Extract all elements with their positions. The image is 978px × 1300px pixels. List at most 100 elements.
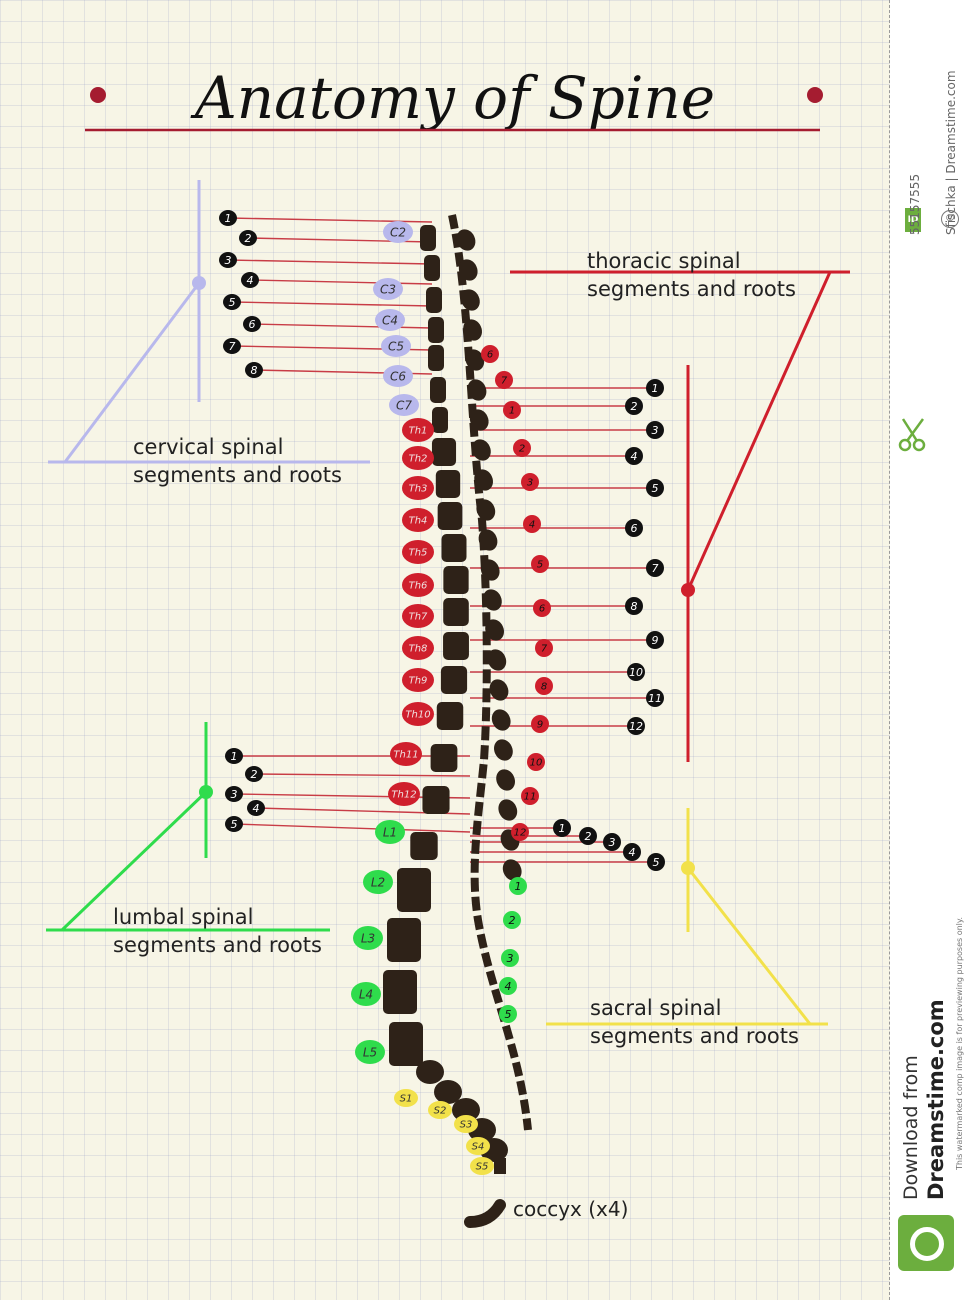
lumbal-segment-3: 3 [507, 952, 514, 965]
cervical-root-5: 5 [229, 296, 236, 309]
thoracic-vertebra-Th9: Th9 [409, 676, 428, 687]
lumbal-root-2-badge [245, 766, 263, 782]
sacral-caption-line2: segments and roots [590, 1024, 799, 1048]
vertebral-body [424, 255, 440, 281]
vertebral-body [432, 407, 448, 433]
download-from-text: Download from [900, 1055, 922, 1200]
cervical-vertebra-C3: C3 [380, 282, 396, 296]
spinous-process [485, 619, 504, 641]
id-badge: ID [905, 208, 921, 232]
cervical-vertebra-C7-badge [389, 394, 419, 416]
thoracic-vertebra-Th6-badge [402, 573, 434, 597]
spinous-process [472, 439, 491, 461]
thoracic-root-1: 1 [652, 382, 659, 395]
vertebral-body [436, 702, 464, 730]
cervical-root-6: 6 [249, 318, 256, 331]
cervical-vertebra-C6-badge [383, 365, 413, 387]
sacral-root-4-badge [623, 843, 641, 861]
thoracic-root-1-badge [646, 379, 664, 397]
coccyx-tail [464, 1199, 506, 1228]
vertebral-body [426, 287, 442, 313]
thoracic-segment-11: 11 [524, 792, 537, 803]
lumbal-segment-2: 2 [509, 914, 516, 927]
thoracic-bracket-diagonal [686, 271, 832, 591]
lumbal-vertebra-L5: L5 [363, 1045, 377, 1059]
spinous-process [496, 769, 515, 791]
spinous-process [480, 559, 500, 581]
sacral-vertebra-S2-badge [428, 1101, 452, 1119]
thoracic-root-2-badge [625, 397, 643, 415]
cervical-root-line [251, 323, 433, 329]
cervical-root-7: 7 [229, 340, 236, 353]
thoracic-vertebra-Th9-badge [402, 668, 434, 692]
sacral-vertebra-S2: S2 [434, 1106, 447, 1117]
cervical-root-3-badge [219, 252, 237, 268]
cervical-vertebra-C2: C2 [390, 225, 406, 239]
thoracic-segment-11-badge [521, 787, 539, 805]
sacral-root-1: 1 [559, 822, 566, 835]
spinous-process [463, 319, 482, 341]
thoracic-vertebra-Th5-badge [402, 540, 434, 564]
sacral-root-2: 2 [585, 830, 592, 843]
lumbal-root-line [253, 773, 471, 777]
cervical-root-8-badge [245, 362, 263, 378]
sacral-segment [434, 1080, 462, 1104]
vertebral-body [420, 225, 436, 251]
vertebra-labels: 12345678C2C3C4C5C6C7Th1Th2Th3Th4Th5Th6Th… [219, 210, 665, 1175]
watermark-note: This watermarked comp image is for previ… [955, 916, 964, 1170]
thoracic-segment-3-badge [521, 473, 539, 491]
page-title: Anatomy of Spine [190, 64, 715, 132]
sacral-vertebra-S4: S4 [472, 1142, 485, 1153]
thoracic-segment-10-badge [527, 753, 545, 771]
thoracic-vertebra-Th6: Th6 [409, 581, 428, 592]
group-brackets [46, 180, 850, 1026]
vertebral-body [430, 377, 446, 403]
vertebral-body [443, 598, 469, 626]
lumbal-segment-5-badge [499, 1005, 517, 1023]
thoracic-root-12: 12 [629, 720, 643, 733]
thoracic-root-5-badge [646, 479, 664, 497]
thoracic-segment-5-badge [531, 555, 549, 573]
cervical-root-5-badge [223, 294, 241, 310]
spinous-process [465, 349, 485, 371]
coccyx-label: coccyx (x4) [513, 1197, 628, 1221]
thoracic-vertebra-Th2-badge [402, 446, 434, 470]
spinous-process [469, 409, 489, 431]
thoracic-bracket-dot [681, 583, 695, 597]
thoracic-root-7: 7 [652, 562, 659, 575]
cervical-bracket-dot [192, 276, 206, 290]
thoracic-vertebra-Th12-badge [388, 782, 420, 806]
lumbal-segment-2-badge [503, 911, 521, 929]
spinous-process [476, 499, 496, 521]
sacral-vertebra-S4-badge [466, 1137, 490, 1155]
spine-diagram: Anatomy of Spine 12345678C2C3C4C5C6C7Th1… [46, 64, 850, 1228]
thoracic-vertebra-Th7-badge [402, 604, 434, 628]
thoracic-segment-4-badge [523, 515, 541, 533]
thoracic-segment-7-badge [535, 639, 553, 657]
thoracic-vertebra-Th3-badge [402, 476, 434, 500]
cervical-root-line [227, 259, 433, 265]
thoracic-root-11: 11 [648, 692, 662, 705]
cervical-root-4-badge [241, 272, 259, 288]
thoracic-segment-10: 10 [530, 758, 543, 769]
spinous-process [483, 589, 502, 611]
lumbal-root-5-badge [225, 816, 243, 832]
sacral-segment [416, 1060, 444, 1084]
thoracic-vertebra-Th5: Th5 [409, 548, 428, 559]
thoracic-segment-6: 6 [487, 350, 493, 361]
root-lines [227, 217, 656, 863]
vertebral-body [435, 470, 461, 498]
thoracic-root-10-badge [627, 663, 645, 681]
thoracic-root-4: 4 [631, 450, 638, 463]
thoracic-vertebra-Th1: Th1 [409, 426, 428, 437]
thoracic-segment-2: 2 [519, 444, 525, 455]
thoracic-root-5: 5 [652, 482, 659, 495]
lumbal-root-4: 4 [253, 802, 260, 815]
cervical-caption-line1: cervical spinal [133, 435, 283, 459]
cervical-root-4: 4 [247, 274, 254, 287]
sacral-vertebra-S1-badge [394, 1089, 418, 1107]
lumbal-root-3: 3 [231, 788, 238, 801]
thoracic-root-12-badge [627, 717, 645, 735]
thoracic-root-8: 8 [631, 600, 638, 613]
thoracic-segment-12-badge [511, 823, 529, 841]
